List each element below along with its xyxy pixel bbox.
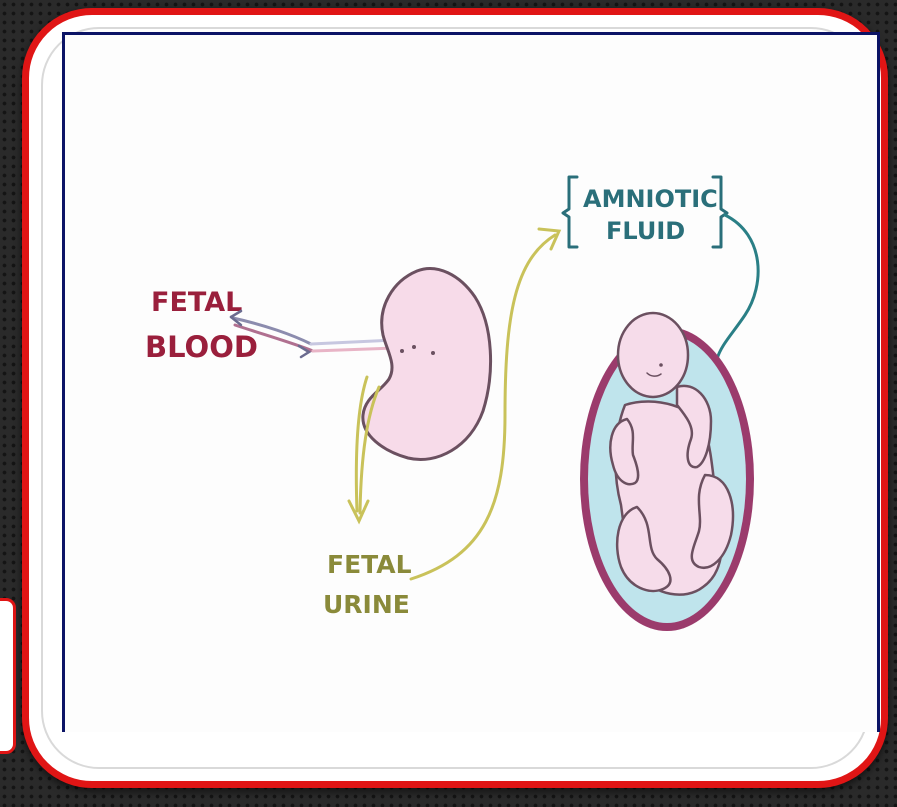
amniotic-pointer-line [717, 215, 758, 359]
urine-flow-arrow [349, 377, 379, 521]
fetal-urine-label-line1: FETAL [327, 550, 412, 579]
amniotic-fluid-diagram: FETAL BLOOD [65, 35, 877, 732]
left-bracket [563, 177, 577, 247]
fetus-head [618, 313, 688, 397]
fetal-urine-label: FETAL URINE [323, 550, 412, 619]
amniotic-label-line2: FLUID [606, 217, 685, 245]
fetal-blood-label-line1: FETAL [151, 287, 242, 318]
fetal-blood-label-line2: BLOOD [145, 330, 258, 364]
amniotic-fluid-label: AMNIOTIC FLUID [563, 177, 727, 247]
diagram-picture: FETAL BLOOD [62, 32, 880, 732]
adjacent-slide-edge [0, 598, 16, 754]
fetal-urine-label-line2: URINE [323, 590, 410, 619]
amniotic-label-line1: AMNIOTIC [583, 185, 718, 213]
kidney-shape [363, 269, 491, 460]
